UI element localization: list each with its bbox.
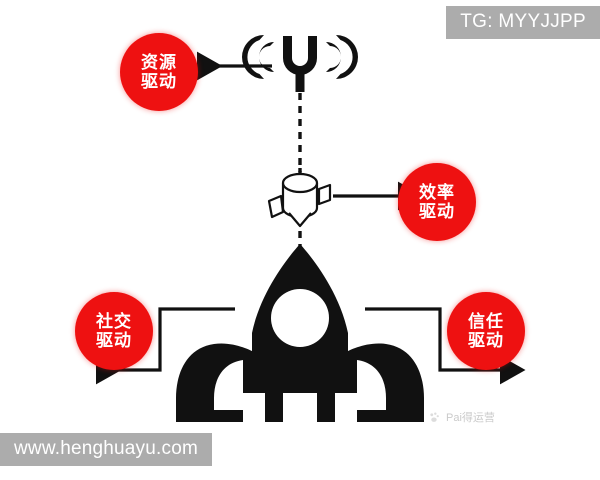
website-url-banner: www.henghuayu.com (0, 433, 213, 466)
antenna-signal-icon (242, 35, 358, 92)
node-efficiency-line1: 效率 (419, 182, 455, 202)
telegram-tag-banner: TG: MYYJJPP (446, 6, 600, 39)
paw-mark-icon (430, 412, 439, 422)
node-trust-driven[interactable]: 信任 驱动 (447, 292, 525, 370)
node-social-driven[interactable]: 社交 驱动 (75, 292, 153, 370)
node-efficiency-line2: 驱动 (419, 202, 455, 221)
node-efficiency-driven[interactable]: 效率 驱动 (398, 163, 476, 241)
node-resource-line2: 驱动 (141, 72, 177, 91)
node-resource-line1: 资源 (141, 52, 177, 72)
node-social-line2: 驱动 (96, 331, 132, 350)
watermark-text: Pai得运营 (446, 412, 495, 424)
node-resource-driven[interactable]: 资源 驱动 (120, 33, 198, 111)
node-trust-line1: 信任 (468, 311, 504, 331)
node-trust-line2: 驱动 (468, 331, 504, 350)
watermark: Pai得运营 (428, 409, 495, 425)
satellite-icon (267, 172, 332, 228)
node-social-line1: 社交 (96, 311, 132, 331)
rocket-icon (176, 244, 424, 422)
connector-social (95, 307, 235, 385)
connector-trust (365, 307, 526, 385)
